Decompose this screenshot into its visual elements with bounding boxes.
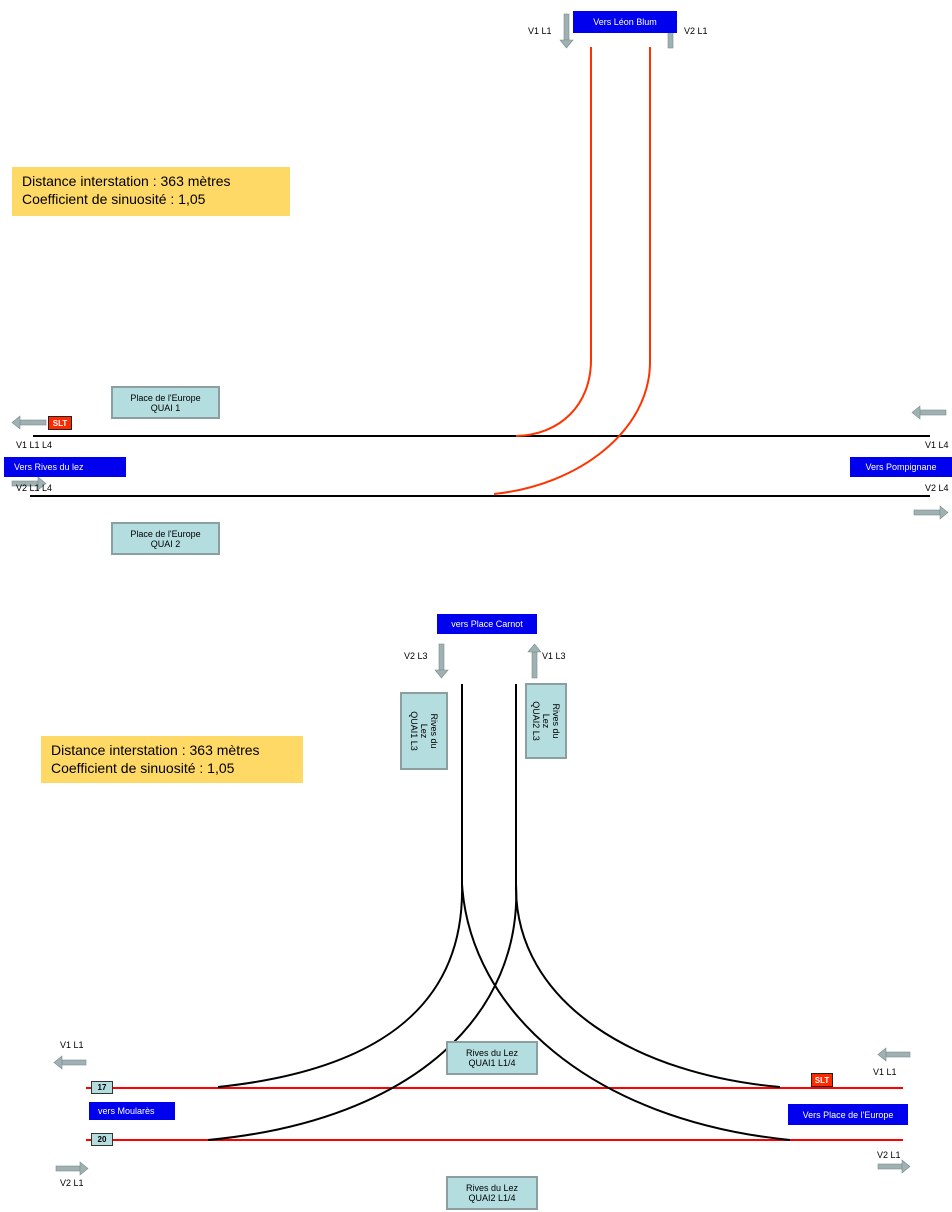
info-sinuosity: Coefficient de sinuosité : 1,05 xyxy=(51,760,235,776)
direction-label-bottom-north: vers Place Carnot xyxy=(437,614,537,634)
bottom-branch-4 xyxy=(514,883,781,1088)
platform-quai-2-top: Place de l'Europe QUAI 2 xyxy=(111,522,220,555)
direction-label-bottom-east: Vers Place de l'Europe xyxy=(788,1104,908,1125)
platform-number: QUAI1 L3 xyxy=(409,711,419,751)
slt-badge-bottom: SLT xyxy=(811,1073,833,1087)
platform-quai-1-top: Place de l'Europe QUAI 1 xyxy=(111,386,220,419)
platform-number: QUAI 2 xyxy=(150,538,181,549)
platform-name: Place de l'Europe xyxy=(130,528,201,539)
info-sinuosity: Coefficient de sinuosité : 1,05 xyxy=(22,191,206,207)
arrow-left-icon xyxy=(877,1047,911,1062)
direction-label-top-west: Vers Rives du lez xyxy=(4,457,126,477)
track-label-v2-l3: V2 L3 xyxy=(404,651,428,661)
arrow-down-icon xyxy=(559,13,574,49)
track-label-v2-left: V2 L1 L4 xyxy=(16,483,53,493)
platform-quai2-l14: Rives du Lez QUAI2 L1/4 xyxy=(446,1176,538,1210)
track-label-v1-l1-top: V1 L1 xyxy=(528,26,552,36)
platform-name: Lez xyxy=(419,723,429,739)
arrow-right-icon xyxy=(55,1161,89,1176)
platform-name: Lez xyxy=(541,713,551,729)
bottom-branch-1 xyxy=(217,684,464,1088)
platform-number: QUAI2 L3 xyxy=(531,701,541,741)
arrow-right-icon xyxy=(913,505,949,520)
signal-number-20: 20 xyxy=(91,1133,113,1146)
platform-name: Rives du Lez xyxy=(465,1183,519,1193)
track-label-v2-right-bottom: V2 L1 xyxy=(877,1150,901,1160)
arrow-left-icon xyxy=(11,415,47,430)
top-branch-v1 xyxy=(515,47,592,437)
platform-number: QUAI1 L1/4 xyxy=(468,1058,516,1068)
platform-name: Rives du xyxy=(551,703,561,739)
info-box-bottom: Distance interstation : 363 mètres Coeff… xyxy=(41,736,303,783)
platform-quai1-l14: Rives du Lez QUAI1 L1/4 xyxy=(446,1041,538,1075)
platform-quai1-l3: Rives du Lez QUAI1 L3 xyxy=(400,692,448,770)
top-branch-v2 xyxy=(493,47,651,495)
track-label-v1-right-bottom: V1 L1 xyxy=(873,1067,897,1077)
arrow-right-icon xyxy=(877,1159,911,1174)
track-label-v1-right: V1 L4 xyxy=(925,440,949,450)
slt-badge-top: SLT xyxy=(48,416,72,430)
platform-number: QUAI2 L1/4 xyxy=(468,1193,516,1203)
platform-name: Rives du xyxy=(429,713,439,749)
platform-name: Place de l'Europe xyxy=(130,392,201,403)
platform-name: Rives du Lez xyxy=(465,1048,519,1058)
arrow-left-icon xyxy=(53,1055,87,1070)
platform-number: QUAI 1 xyxy=(150,402,181,413)
track-label-v1-l3: V1 L3 xyxy=(542,651,566,661)
signal-number-17: 17 xyxy=(91,1081,113,1094)
arrow-right-icon xyxy=(11,476,47,491)
track-label-v2-right: V2 L4 xyxy=(925,483,949,493)
track-label-v2-left-bottom: V2 L1 xyxy=(60,1178,84,1188)
direction-label-top-north: Vers Léon Blum xyxy=(573,11,677,33)
platform-quai2-l3: Rives du Lez QUAI2 L3 xyxy=(525,683,567,759)
track-label-v1-left-bottom: V1 L1 xyxy=(60,1040,84,1050)
arrow-left-icon xyxy=(911,405,947,420)
direction-label-top-east: Vers Pompignane xyxy=(850,457,952,477)
info-distance: Distance interstation : 363 mètres xyxy=(22,173,231,189)
info-distance: Distance interstation : 363 mètres xyxy=(51,742,260,758)
bottom-branch-3 xyxy=(461,883,791,1141)
arrow-down-icon xyxy=(434,643,449,679)
info-box-top: Distance interstation : 363 mètres Coeff… xyxy=(12,167,290,216)
direction-label-bottom-west: vers Moularès xyxy=(89,1102,175,1120)
track-label-v2-l1-top: V2 L1 xyxy=(684,26,708,36)
arrow-up-icon xyxy=(527,643,542,679)
track-label-v1-left: V1 L1 L4 xyxy=(16,440,53,450)
